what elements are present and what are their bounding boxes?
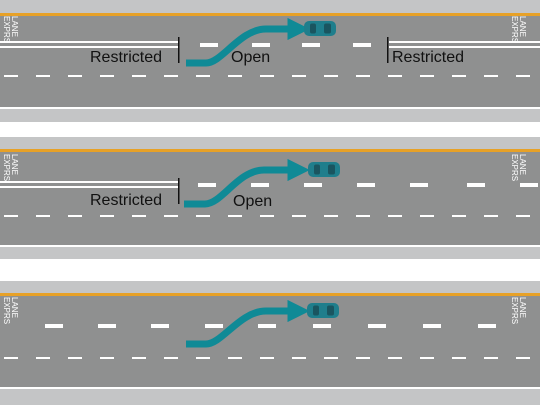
solid-buffer-line-left-upper [0, 41, 178, 43]
road-panel-2: LANE EXPRS LANE EXPRS Restricted Open [0, 137, 540, 259]
pavement-text-exprs: EXPRS [510, 154, 519, 181]
car-icon [307, 303, 339, 318]
shoulder-bottom [0, 389, 540, 405]
pavement-marking-right: LANE EXPRS [510, 154, 527, 181]
pavement-text-exprs: EXPRS [2, 297, 11, 324]
white-edge-line [0, 107, 540, 109]
pavement-text-lane: LANE [518, 297, 527, 318]
zone-divider-left [178, 37, 180, 63]
merge-arrow [186, 299, 310, 348]
car-icon [308, 162, 340, 177]
pavement-text-lane: LANE [518, 16, 527, 37]
yellow-edge-line [0, 149, 540, 152]
solid-buffer-line-right-lower [389, 46, 540, 48]
car-icon [304, 21, 336, 36]
pavement-text-exprs: EXPRS [510, 16, 519, 43]
pavement-marking-left: LANE EXPRS [2, 154, 19, 181]
dashed-access-line [200, 43, 371, 47]
merge-arrow [184, 158, 310, 208]
open-zone-label: Open [233, 193, 272, 210]
zone-divider-right [387, 37, 389, 63]
pavement-marking-left: LANE EXPRS [2, 297, 19, 324]
restricted-zone-label: Restricted [90, 192, 162, 209]
road-surface [0, 293, 540, 389]
dashed-access-line [198, 183, 538, 187]
yellow-edge-line [0, 13, 540, 16]
road-surface [0, 149, 540, 247]
pavement-text-lane: LANE [10, 16, 19, 37]
restricted-zone-label: Restricted [392, 49, 464, 66]
dashed-access-line [45, 324, 496, 328]
pavement-marking-right: LANE EXPRS [510, 16, 527, 43]
road-panel-1: LANE EXPRS LANE EXPRS Restricted Open Re… [0, 0, 540, 122]
road-panel-3: LANE EXPRS LANE EXPRS [0, 281, 540, 405]
merge-arrow [186, 17, 310, 67]
restricted-zone-label: Restricted [90, 49, 162, 66]
lane-divider-dashes [4, 75, 530, 77]
open-zone-label: Open [231, 49, 270, 66]
yellow-edge-line [0, 293, 540, 296]
solid-buffer-line-left-lower [0, 46, 178, 48]
shoulder-top [0, 281, 540, 293]
shoulder-top [0, 0, 540, 13]
lane-divider-dashes [4, 215, 530, 217]
pavement-text-lane: LANE [518, 154, 527, 175]
solid-buffer-line-right-upper [389, 41, 540, 43]
solid-buffer-line-left-upper [0, 181, 178, 183]
pavement-text-lane: LANE [10, 297, 19, 318]
shoulder-bottom [0, 247, 540, 259]
shoulder-top [0, 137, 540, 149]
zone-divider-left [178, 178, 180, 204]
pavement-text-exprs: EXPRS [2, 154, 11, 181]
pavement-text-exprs: EXPRS [2, 16, 11, 43]
shoulder-bottom [0, 109, 540, 122]
white-edge-line [0, 387, 540, 389]
white-edge-line [0, 245, 540, 247]
pavement-marking-right: LANE EXPRS [510, 297, 527, 324]
solid-buffer-line-left-lower [0, 186, 178, 188]
pavement-marking-left: LANE EXPRS [2, 16, 19, 43]
pavement-text-lane: LANE [10, 154, 19, 175]
lane-divider-dashes [4, 357, 530, 359]
pavement-text-exprs: EXPRS [510, 297, 519, 324]
